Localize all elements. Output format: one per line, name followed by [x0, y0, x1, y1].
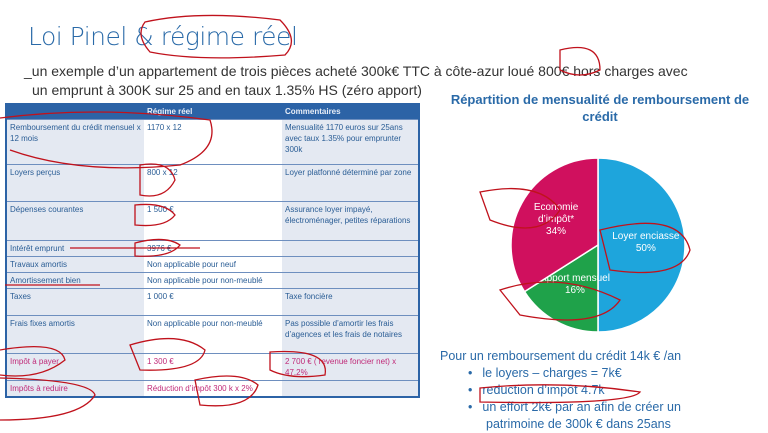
table-cell: Non applicable pour neuf	[144, 255, 282, 272]
pie-value: 16%	[565, 285, 585, 296]
summary-bullet: un effort 2k€ par an afin de créer un	[468, 399, 681, 416]
table-cell: Pas possible d’amortir les frais d’agenc…	[282, 314, 419, 353]
table-cell: 1 500 €	[144, 200, 282, 240]
table-cell: Réduction d’impôt 300 k x 2%	[144, 379, 282, 397]
pie-value: 34%	[546, 226, 566, 237]
table-cell: Loyers perçus	[6, 163, 144, 201]
summary-heading: Pour un remboursement du crédit 14k € /a…	[440, 349, 682, 363]
table-cell: Travaux amortis	[6, 255, 144, 272]
table-cell: Assurance loyer impayé, électroménager, …	[282, 200, 419, 240]
table-cell: Intérêt emprunt	[6, 239, 144, 256]
table-cell: Remboursement du crédit mensuel x 12 moi…	[6, 118, 144, 164]
table-cell: 800 x 12	[144, 163, 282, 201]
table-cell: Frais fixes amortis	[6, 314, 144, 353]
table-cell	[282, 379, 419, 397]
intro-line-2: un emprunt à 300K sur 25 and en taux 1.3…	[32, 82, 422, 98]
table-cell: Amortissement bien	[6, 271, 144, 288]
summary: Pour un remboursement du crédit 14k € /a…	[440, 348, 681, 433]
table-cell: Mensualité 1170 euros sur 25ans avec tau…	[282, 118, 419, 164]
header-cell: Commentaires	[282, 104, 419, 119]
table-cell: 3976 €	[144, 239, 282, 256]
table-cell	[282, 255, 419, 272]
header-cell: Régime réel	[144, 104, 282, 119]
table-cell: Non applicable pour non-meublé	[144, 314, 282, 353]
table-cell: 1170 x 12	[144, 118, 282, 164]
table-cell	[282, 271, 419, 288]
summary-bullet-continuation: patrimoine de 300k € dans 25ans	[486, 417, 671, 431]
table-cell: 1 300 €	[144, 352, 282, 380]
table-cell: Taxes	[6, 287, 144, 315]
table-cell: Taxe foncière	[282, 287, 419, 315]
table-cell: Non applicable pour non-meublé	[144, 271, 282, 288]
pie-value: 50%	[636, 243, 656, 254]
table-cell: Impôt à payer	[6, 352, 144, 380]
table-cell: Dépenses courantes	[6, 200, 144, 240]
comparison-table: Régime réel Commentaires Remboursement d…	[5, 103, 420, 398]
slide-title: Loi Pinel & régime réel	[28, 22, 298, 51]
table-row: Remboursement du crédit mensuel x 12 moi…	[6, 118, 419, 164]
table-cell	[282, 239, 419, 256]
header-cell	[6, 104, 144, 119]
summary-bullet: le loyers – charges = 7k€	[468, 365, 681, 382]
summary-bullet: reduction d’impôt 4.7k	[468, 382, 681, 399]
table-cell: Impôts à reduire	[6, 379, 144, 397]
table-cell: Loyer platfonné déterminé par zone	[282, 163, 419, 201]
intro-text: _un exemple d’un appartement de trois pi…	[24, 62, 724, 100]
intro-line-1: _un exemple d’un appartement de trois pi…	[24, 63, 688, 79]
chart-title: Répartition de mensualité de rembourseme…	[450, 92, 750, 124]
table-cell: 1 000 €	[144, 287, 282, 315]
table-cell: 2 700 € ( revenue foncier net) x 47.2%	[282, 352, 419, 380]
